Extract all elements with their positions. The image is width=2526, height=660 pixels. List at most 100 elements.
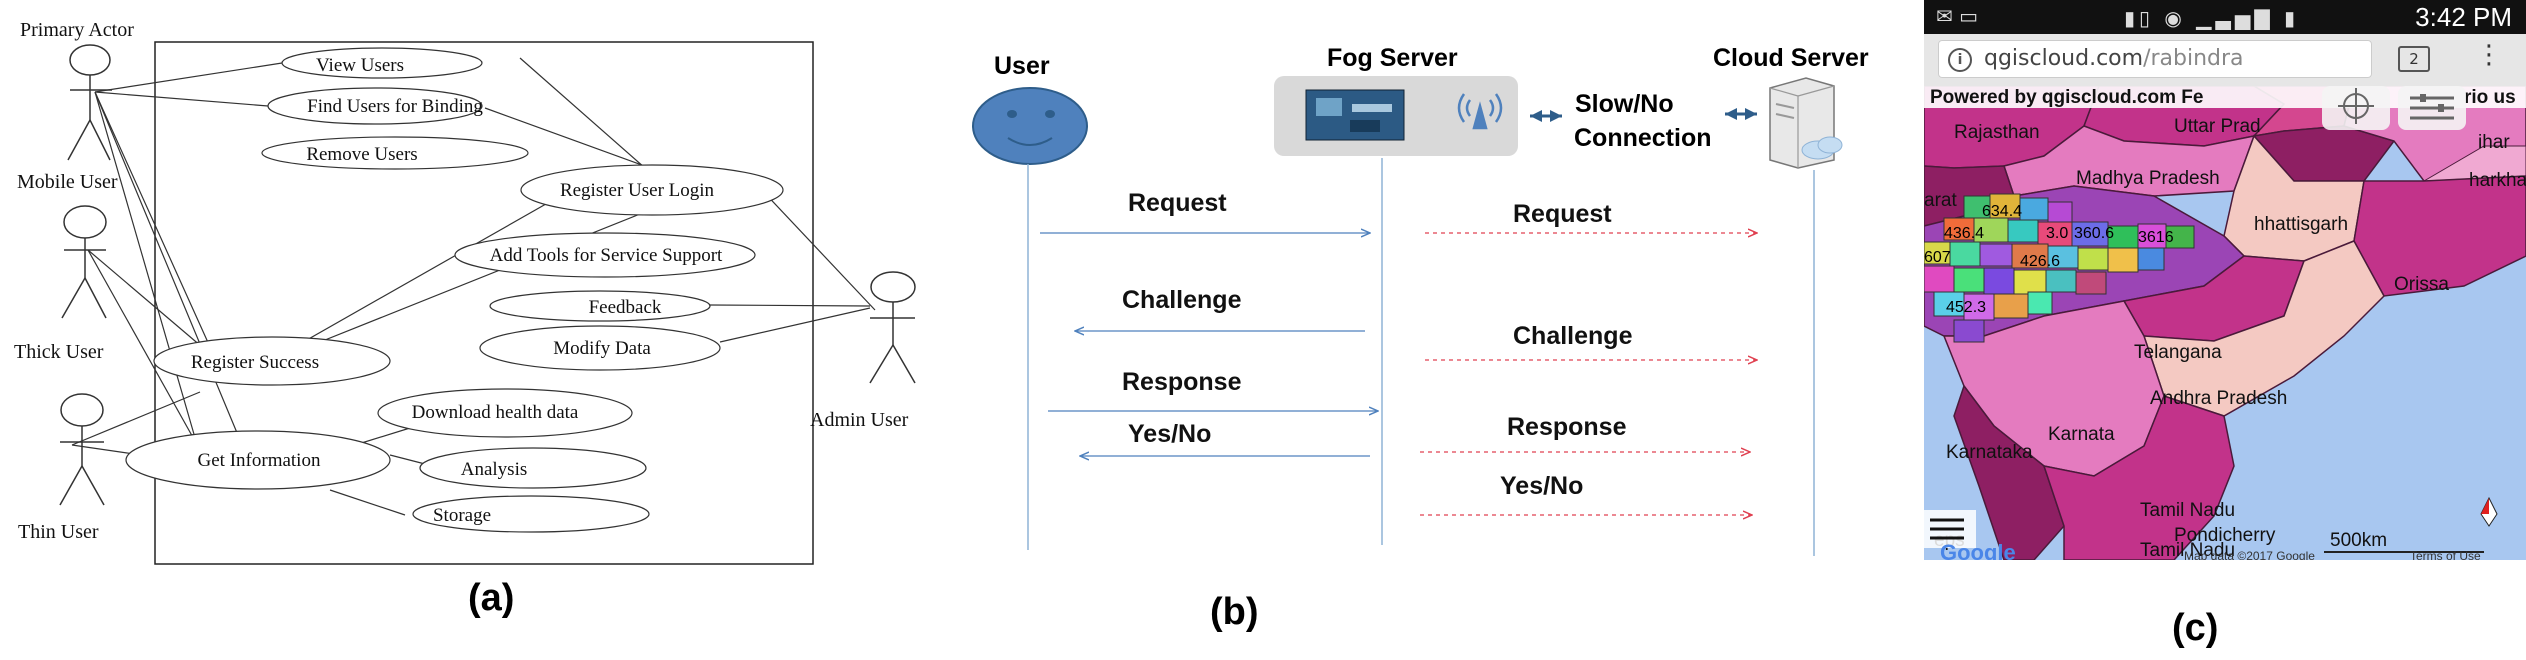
label-uttar-pradesh: Uttar Prad <box>2174 116 2261 137</box>
panel-a-caption: (a) <box>468 577 514 619</box>
uc-register-login-label: Register User Login <box>560 180 715 201</box>
actor-primary-icon <box>67 44 112 161</box>
fog-server-box <box>1274 76 1518 156</box>
district-value-8: 452.3 <box>1946 299 1986 316</box>
use-case-ellipses <box>125 47 784 533</box>
label-karnataka-2: Karnataka <box>1946 442 2033 463</box>
map-scale-label: 500km <box>2330 530 2387 551</box>
district-value-4: 426.6 <box>2020 253 2060 270</box>
msg-response-label: Response <box>1122 368 1242 396</box>
actor-mobile-label: Mobile User <box>17 171 118 193</box>
system-boundary <box>154 41 814 565</box>
uc-feedback-label: Feedback <box>589 297 662 318</box>
uc-find-users-label: Find Users for Binding <box>307 96 483 117</box>
north-arrow-icon <box>2480 496 2498 527</box>
url-host: qgiscloud.com <box>1984 46 2144 71</box>
actor-primary-label: Primary Actor <box>20 19 134 41</box>
actor-admin-icon <box>869 271 916 384</box>
cloud-server-icon <box>1769 77 1843 169</box>
actor-mobile-icon <box>61 205 107 319</box>
panel-c-caption: (c) <box>2172 607 2218 649</box>
uc-download <box>377 388 633 438</box>
status-bar: ✉ ▭ ▮▯ ◉ ▁▃▅▇ ▮ 3:42 PM <box>1924 0 2526 34</box>
banner-text: Powered by qgiscloud.com Fe <box>1930 87 2203 108</box>
uc-add-tools <box>454 232 756 278</box>
uc-analysis-label: Analysis <box>461 459 528 480</box>
label-bihar: ihar <box>2478 132 2510 153</box>
district-value-3: 607 <box>1924 249 1951 266</box>
overflow-menu-icon[interactable]: ⋮ <box>2476 40 2502 70</box>
info-icon[interactable]: i <box>1948 48 1972 72</box>
panel-b-caption: (b) <box>1210 591 1259 633</box>
actor-thin-label: Thin User <box>18 521 99 543</box>
label-orissa: Orissa <box>2394 274 2449 295</box>
label-madhya-pradesh: Madhya Pradesh <box>2076 168 2220 189</box>
map-copyright: Map data ©2017 Google <box>2184 549 2315 560</box>
panel-b-sequence-diagram: User Fog Server Cloud Server <box>972 44 1869 633</box>
label-pondicherry: Pondicherry <box>2174 525 2276 546</box>
district-value-6: 3616 <box>2138 229 2174 246</box>
uc-register-success-label: Register Success <box>191 352 319 373</box>
cloud-challenge-label: Challenge <box>1513 322 1633 350</box>
user-smiley-icon <box>972 87 1088 165</box>
lifeline-cloud-label: Cloud Server <box>1713 44 1869 72</box>
uc-modify-data-label: Modify Data <box>553 338 651 359</box>
uc-view-users <box>281 47 483 79</box>
url-text[interactable]: qgiscloud.com/rabindra <box>1984 46 2244 71</box>
actor-admin-label: Admin User <box>810 409 909 431</box>
label-jharkhand: harkha <box>2469 170 2526 191</box>
cloud-request-label: Request <box>1513 200 1612 228</box>
label-tamil-nadu-2: Tamil Nadu <box>2140 540 2235 560</box>
uc-download-label: Download health data <box>412 402 579 423</box>
msg-yesno-label: Yes/No <box>1128 420 1211 448</box>
layer-settings-button[interactable] <box>2398 86 2466 130</box>
msg-request-label: Request <box>1128 189 1227 217</box>
cloud-yesno-label: Yes/No <box>1500 472 1583 500</box>
label-gujarat: arat <box>1924 190 1957 211</box>
district-value-1: 634.4 <box>1982 203 2022 220</box>
label-telangana: Telangana <box>2134 342 2222 363</box>
label-tamil-nadu-1: Tamil Nadu <box>2140 500 2235 521</box>
uc-feedback <box>489 290 711 322</box>
banner-tail: rio us <box>2464 87 2516 108</box>
label-karnataka-1: Karnata <box>2048 424 2115 445</box>
uc-remove-users-label: Remove Users <box>306 144 417 165</box>
connection-label-line2: Connection <box>1574 124 1712 152</box>
panel-c-phone-screenshot: ✉ ▭ ▮▯ ◉ ▁▃▅▇ ▮ 3:42 PM i qgiscloud.com/… <box>1924 0 2526 560</box>
label-rajasthan: Rajasthan <box>1954 122 2040 143</box>
actor-thick-label: Thick User <box>14 341 104 363</box>
locate-button[interactable] <box>2322 86 2390 130</box>
district-value-5: 360.6 <box>2074 225 2114 242</box>
notification-icons: ✉ ▭ <box>1936 4 1979 28</box>
uc-modify-data <box>479 325 721 371</box>
district-value-7: 3.0 <box>2046 225 2068 242</box>
map-view[interactable]: 634.4 436.4 607 426.6 360.6 3616 3.0 452… <box>1924 86 2526 560</box>
map-terms-link[interactable]: Terms of Use <box>2410 549 2481 560</box>
uc-register-login <box>520 164 784 216</box>
tab-switcher-button[interactable]: 2 <box>2398 46 2430 72</box>
uc-add-tools-label: Add Tools for Service Support <box>490 245 723 266</box>
signal-battery-icons: ▮▯ ◉ ▁▃▅▇ ▮ <box>2124 6 2300 30</box>
google-logo: Google <box>1940 540 2016 560</box>
wireless-antenna-icon <box>1457 93 1503 130</box>
actor-thin-icon <box>59 393 105 506</box>
uc-get-info <box>125 430 391 490</box>
label-andhra: Andhra Pradesh <box>2150 388 2287 409</box>
address-bar[interactable]: i qgiscloud.com/rabindra <box>1938 40 2372 78</box>
uc-storage-label: Storage <box>433 505 491 526</box>
panel-a-use-case-diagram: View Users Find Users for Binding Remove… <box>14 19 916 619</box>
uc-storage <box>412 495 650 533</box>
status-time: 3:42 PM <box>2415 2 2512 32</box>
map-menu-icon[interactable] <box>1924 510 1976 548</box>
uc-find-users <box>267 87 483 125</box>
msg-challenge-label: Challenge <box>1122 286 1242 314</box>
uc-remove-users <box>261 136 529 170</box>
state-tamil-nadu <box>2042 395 2235 560</box>
uc-get-info-label: Get Information <box>198 450 321 471</box>
lifeline-user-label: User <box>994 52 1050 80</box>
district-value-2: 436.4 <box>1944 225 1984 242</box>
uc-analysis <box>419 447 647 489</box>
lifeline-fog-label: Fog Server <box>1327 44 1458 72</box>
connection-label-line1: Slow/No <box>1575 90 1674 118</box>
uc-view-users-label: View Users <box>316 55 404 76</box>
